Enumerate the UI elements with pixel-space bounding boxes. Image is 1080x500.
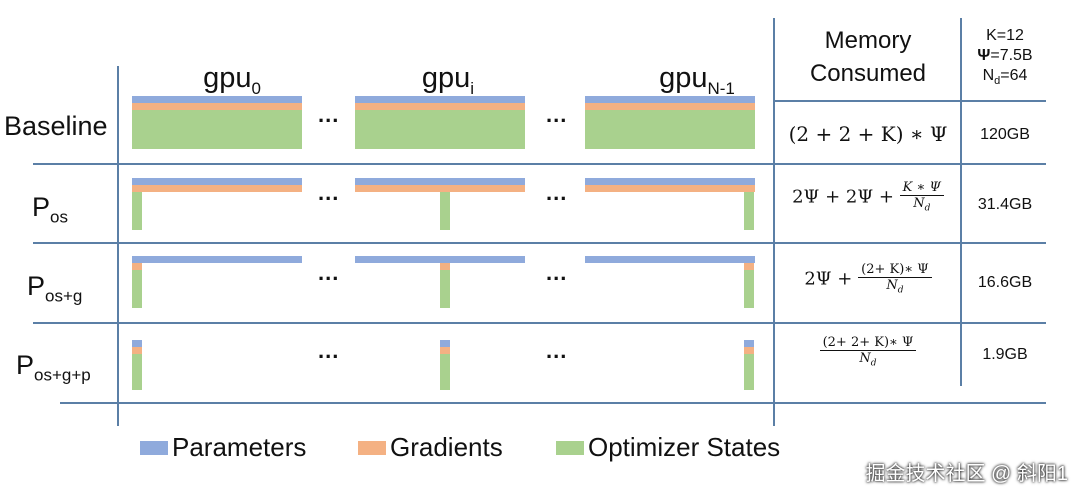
legend-optimizer-label: Optimizer States: [588, 432, 781, 462]
row-label-posg: Pos+g: [27, 271, 83, 306]
pos-gpui-optimizer: [440, 192, 450, 230]
const-psi: Ψ=7.5B: [977, 47, 1033, 64]
pos-gpu0-parameters: [132, 178, 302, 185]
pos-gpun-gradients: [585, 185, 755, 192]
row-divider-3: [33, 322, 1046, 324]
formula-posgp: (2+ 2+ K)∗ Ψ Nd: [776, 335, 960, 369]
row-label-pos: Pos: [32, 192, 68, 227]
posg-gpu0-optimizer: [132, 270, 142, 308]
posgp-gpun-gradients: [744, 347, 754, 354]
const-k: K=12: [986, 27, 1024, 44]
pos-gpun-optimizer: [744, 192, 754, 230]
gpu-last-label: gpuN-1: [659, 62, 735, 98]
watermark: 掘金技术社区 @ 斜阳1: [865, 463, 1068, 485]
posg-gpun-parameters: [585, 256, 755, 263]
baseline-gpui-optimizer: [355, 110, 525, 149]
legend-parameters-label: Parameters: [172, 432, 307, 462]
baseline-gpun-optimizer: [585, 110, 755, 149]
formula-posg: 2Ψ + (2+ K)∗ Ψ Nd: [776, 262, 960, 296]
posgp-gpu0-gradients: [132, 347, 142, 354]
baseline-ellipsis-1: ...: [318, 102, 340, 127]
constants-header: K=12 Ψ=7.5B Nd=64: [966, 26, 1044, 91]
posg-gpui-gradients: [440, 263, 450, 270]
memory-consumed-header: Memory Consumed: [809, 27, 927, 87]
posg-gpun-optimizer: [744, 270, 754, 308]
posgp-gpui-gradients: [440, 347, 450, 354]
legend-optimizer-swatch: [556, 441, 584, 455]
row-label-baseline: Baseline: [4, 111, 108, 141]
row-divider-2: [33, 242, 1046, 244]
header-row-divider: [773, 100, 1046, 102]
posgp-gpu0-parameters: [132, 340, 142, 347]
row-divider-4: [60, 402, 1046, 404]
baseline-gpun-parameters: [585, 96, 755, 103]
const-nd: Nd=64: [982, 67, 1028, 88]
memory-baseline: 120GB: [980, 126, 1030, 143]
gpu-mid-label: gpui: [421, 62, 475, 98]
baseline-gpui-gradients: [355, 103, 525, 110]
posgp-gpui-parameters: [440, 340, 450, 347]
pos-gpun-parameters: [585, 178, 755, 185]
pos-gpui-gradients: [355, 185, 525, 192]
left-column-divider: [117, 66, 119, 426]
posgp-gpui-optimizer: [440, 354, 450, 390]
posgp-gpu0-optimizer: [132, 354, 142, 390]
constants-column-divider: [960, 18, 962, 386]
baseline-gpui-parameters: [355, 96, 525, 103]
row-divider-1: [33, 163, 1046, 165]
posg-gpun-gradients: [744, 263, 754, 270]
posg-ellipsis-1: ...: [318, 260, 340, 285]
gpu-first-label: gpu0: [203, 62, 261, 98]
pos-gpu0-gradients: [132, 185, 302, 192]
pos-gpu0-optimizer: [132, 192, 142, 230]
posgp-ellipsis-2: ...: [546, 338, 568, 363]
pos-gpui-parameters: [355, 178, 525, 185]
posg-ellipsis-2: ...: [546, 260, 568, 285]
posgp-gpun-optimizer: [744, 354, 754, 390]
legend-gradients-label: Gradients: [390, 432, 503, 462]
baseline-gpu0-gradients: [132, 103, 302, 110]
memory-column-divider: [773, 18, 775, 426]
posgp-gpun-parameters: [744, 340, 754, 347]
baseline-gpun-gradients: [585, 103, 755, 110]
baseline-ellipsis-2: ...: [546, 102, 568, 127]
pos-ellipsis-1: ...: [318, 180, 340, 205]
posg-gpui-optimizer: [440, 270, 450, 308]
posg-gpu0-gradients: [132, 263, 142, 270]
row-label-posgp: Pos+g+p: [16, 350, 91, 385]
baseline-gpu0-parameters: [132, 96, 302, 103]
legend-gradients-swatch: [358, 441, 386, 455]
pos-ellipsis-2: ...: [546, 180, 568, 205]
formula-pos: 2Ψ + 2Ψ + K ∗ Ψ Nd: [776, 180, 960, 214]
memory-pos: 31.4GB: [977, 196, 1033, 213]
baseline-gpu0-optimizer: [132, 110, 302, 149]
memory-posgp: 1.9GB: [982, 346, 1028, 363]
legend-parameters-swatch: [140, 441, 168, 455]
posg-gpui-parameters: [355, 256, 525, 263]
formula-baseline: (2 + 2 + K) ∗ Ψ: [788, 122, 948, 146]
memory-posg: 16.6GB: [977, 274, 1033, 291]
posgp-ellipsis-1: ...: [318, 338, 340, 363]
posg-gpu0-parameters: [132, 256, 302, 263]
